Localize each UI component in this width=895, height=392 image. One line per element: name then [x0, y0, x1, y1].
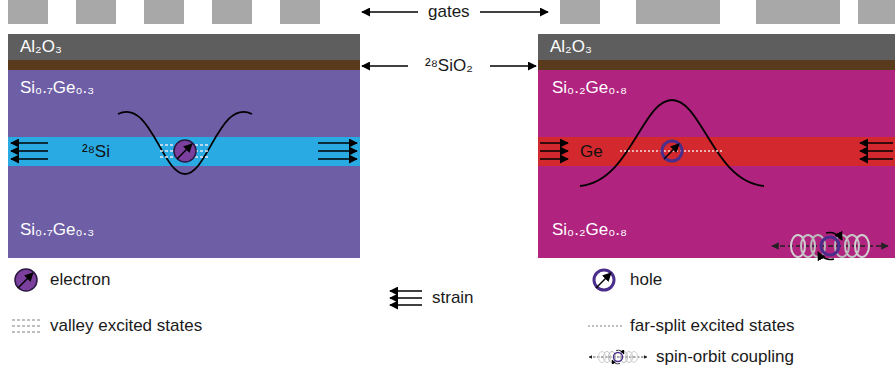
quantum-well-layer: ²⁸Si	[8, 137, 360, 166]
layer-label: ²⁸Si	[82, 142, 110, 162]
legend-text: hole	[630, 270, 662, 290]
barrier-layer: Si₀.₂Ge₀.₈	[538, 166, 895, 258]
legend-text: spin-orbit coupling	[656, 347, 794, 367]
layer-label: Ge	[580, 142, 603, 162]
hole-wavefunction	[580, 100, 764, 186]
barrier-layer: Si₀.₇Ge₀.₃	[8, 70, 360, 137]
callout-label: ²⁸SiO₂	[422, 56, 476, 76]
legend-text: valley excited states	[50, 316, 202, 336]
oxide-layer: Al₂O₃	[8, 34, 360, 60]
callout-label: gates	[425, 2, 473, 22]
legend-text: far-split excited states	[630, 316, 794, 336]
layer-label: Si₀.₂Ge₀.₈	[552, 220, 627, 240]
layer-label: Si₀.₇Ge₀.₃	[20, 220, 94, 240]
barrier-layer: Si₀.₇Ge₀.₃	[8, 166, 360, 258]
layer-label: Al₂O₃	[20, 37, 62, 57]
gate-electrodes	[8, 0, 895, 24]
legend-text: strain	[432, 288, 474, 308]
legend-text: electron	[50, 270, 110, 290]
layer-label: Si₀.₇Ge₀.₃	[20, 78, 94, 98]
layer-label: Al₂O₃	[550, 37, 592, 57]
barrier-layer: Si₀.₂Ge₀.₈	[538, 70, 895, 137]
layer-label: Si₀.₂Ge₀.₈	[552, 78, 627, 98]
electron-wavefunction	[118, 112, 252, 174]
quantum-well-layer: Ge	[538, 137, 895, 166]
oxide-layer: Al₂O₃	[538, 34, 895, 60]
